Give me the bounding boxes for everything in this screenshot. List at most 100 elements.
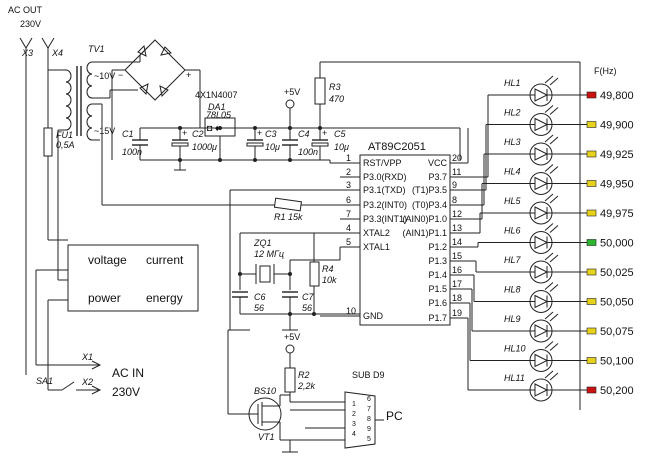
mcu-pin-num: 10 xyxy=(346,306,356,316)
mcu-pin-num: 8 xyxy=(452,195,457,205)
mcu-pin-label: P1.7 xyxy=(428,313,447,323)
db9-pin-num: 6 xyxy=(367,396,371,403)
db9-pin-num: 3 xyxy=(352,421,356,428)
ac-out-section: AC OUT 230V X3 X4 xyxy=(8,5,66,375)
capacitor-c2: + C2 1000μ xyxy=(171,128,217,160)
primary-winding xyxy=(65,69,72,131)
c4-value: 100n xyxy=(298,147,318,157)
c3-label: C3 xyxy=(265,129,277,139)
mcu-pin-num: 19 xyxy=(452,308,462,318)
mcu-pin-label: (AIN1)P1.1 xyxy=(402,228,447,238)
svg-text:+: + xyxy=(257,128,262,138)
r4-label: R4 xyxy=(322,264,334,274)
secondary-winding-15v xyxy=(86,103,93,141)
capacitor-c5: + C5 10μ xyxy=(311,128,349,160)
led-color-swatch xyxy=(586,357,597,364)
r4-value: 10k xyxy=(322,275,337,285)
led-color-swatch xyxy=(586,180,597,187)
vcc-symbol-2 xyxy=(285,344,295,354)
mcu-pin-label: P3.0(RXD) xyxy=(363,172,407,182)
led-color-swatch xyxy=(586,386,597,394)
mcu-pin-num: 11 xyxy=(452,167,461,177)
db9-connector xyxy=(344,391,376,449)
led-frequency: 49,975 xyxy=(600,208,634,220)
fuse-fu1: FU1 0,5A xyxy=(43,70,75,241)
mcu-pin-num: 20 xyxy=(452,153,462,163)
meter-power: power xyxy=(88,291,121,305)
pc-label: PC xyxy=(386,409,403,423)
vt1-label: VT1 xyxy=(258,432,275,442)
led-frequency: 50,000 xyxy=(600,238,634,250)
c6-label: C6 xyxy=(254,292,266,302)
db9-pin-num: 8 xyxy=(367,416,371,423)
bridge-diodes xyxy=(137,44,173,98)
bridge-rectifier: − + 4X1N4007 xyxy=(111,39,238,160)
db9-pin-num: 2 xyxy=(352,411,356,418)
led-color-swatch xyxy=(586,268,597,276)
mcu-pin-num: 17 xyxy=(452,279,462,289)
mcu-pin-label: P3.3(INT1) xyxy=(363,214,407,224)
mcu-name: AT89C2051 xyxy=(368,141,426,153)
led-color-swatch xyxy=(586,121,597,128)
led-name: HL2 xyxy=(504,108,521,118)
led-row: HL8 50,050 xyxy=(468,274,634,313)
mcu-pin-num: 16 xyxy=(452,265,462,275)
led-color-swatch xyxy=(586,239,597,246)
mcu-pin-label: P3.1(TXD) xyxy=(363,185,406,195)
mcu-pin-label: XTAL2 xyxy=(363,228,390,238)
meter-energy: energy xyxy=(146,291,183,305)
resistor-r1: R1 15k xyxy=(273,197,340,222)
mcu-pin-label: P1.5 xyxy=(428,284,447,294)
mcu-pin-label: GND xyxy=(363,311,384,321)
led-column: HL149,800HL249,900HL349,925HL449,950HL54… xyxy=(467,75,634,402)
vcc-symbol xyxy=(285,99,295,109)
c4-label: C4 xyxy=(298,129,310,139)
db9-pin-num: 7 xyxy=(367,406,371,413)
mcu-pin-label: P3.7 xyxy=(428,172,447,182)
bridge-minus: − xyxy=(118,70,123,80)
led-color-swatch xyxy=(586,150,597,158)
c6-value: 56 xyxy=(254,303,264,313)
db9-pin-num: 1 xyxy=(352,401,356,408)
led-name: HL11 xyxy=(504,373,525,383)
bridge-diamond xyxy=(124,39,186,101)
r2-label: R2 xyxy=(298,370,310,380)
led-name: HL5 xyxy=(504,196,522,206)
c3-value: 10μ xyxy=(265,142,280,152)
crystal-section: ZQ1 12 МГц C6 56 C7 56 R4 10k xyxy=(232,232,360,331)
r2-body xyxy=(284,367,296,393)
r1-label: R1 15k xyxy=(274,212,303,222)
c7-value: 56 xyxy=(302,303,312,313)
x3-label: X3 xyxy=(21,48,33,58)
ac-in-label: AC IN xyxy=(112,366,144,380)
resistor-r3: R3 470 xyxy=(314,61,581,410)
r3-label: R3 xyxy=(329,82,341,92)
led-frequency: 50,025 xyxy=(600,267,634,279)
mcu-pin-label: (AIN0)P1.0 xyxy=(402,214,447,224)
mcu-pin-num: 4 xyxy=(346,223,351,233)
led-frequency: 50,075 xyxy=(600,326,634,338)
r4-body xyxy=(309,261,320,287)
fhz-label: F(Hz) xyxy=(594,66,617,76)
regulator-da1: DA1 78L05 ◘ ♦ xyxy=(204,102,236,160)
mcu-pin-num: 9 xyxy=(452,180,457,190)
ac-in-section: X1 X2 SA1 AC IN 230V xyxy=(36,352,144,399)
zq1-label: ZQ1 xyxy=(253,238,272,248)
led-frequency: 49,800 xyxy=(600,90,634,102)
led-name: HL8 xyxy=(504,285,521,295)
led-color-swatch xyxy=(586,209,597,217)
meter-box xyxy=(67,244,199,312)
r3-value: 470 xyxy=(329,94,344,104)
mcu-pin-label: VCC xyxy=(428,158,448,168)
mcu-pin-num: 3 xyxy=(346,180,351,190)
secondary-winding-10v xyxy=(86,61,93,99)
mcu-pin-label: XTAL1 xyxy=(363,242,390,252)
led-frequency: 50,050 xyxy=(600,297,634,309)
bs10-label: BS10 xyxy=(254,386,276,396)
mcu-pin-num: 18 xyxy=(452,293,462,303)
plus5v-label-2: +5V xyxy=(284,332,300,342)
